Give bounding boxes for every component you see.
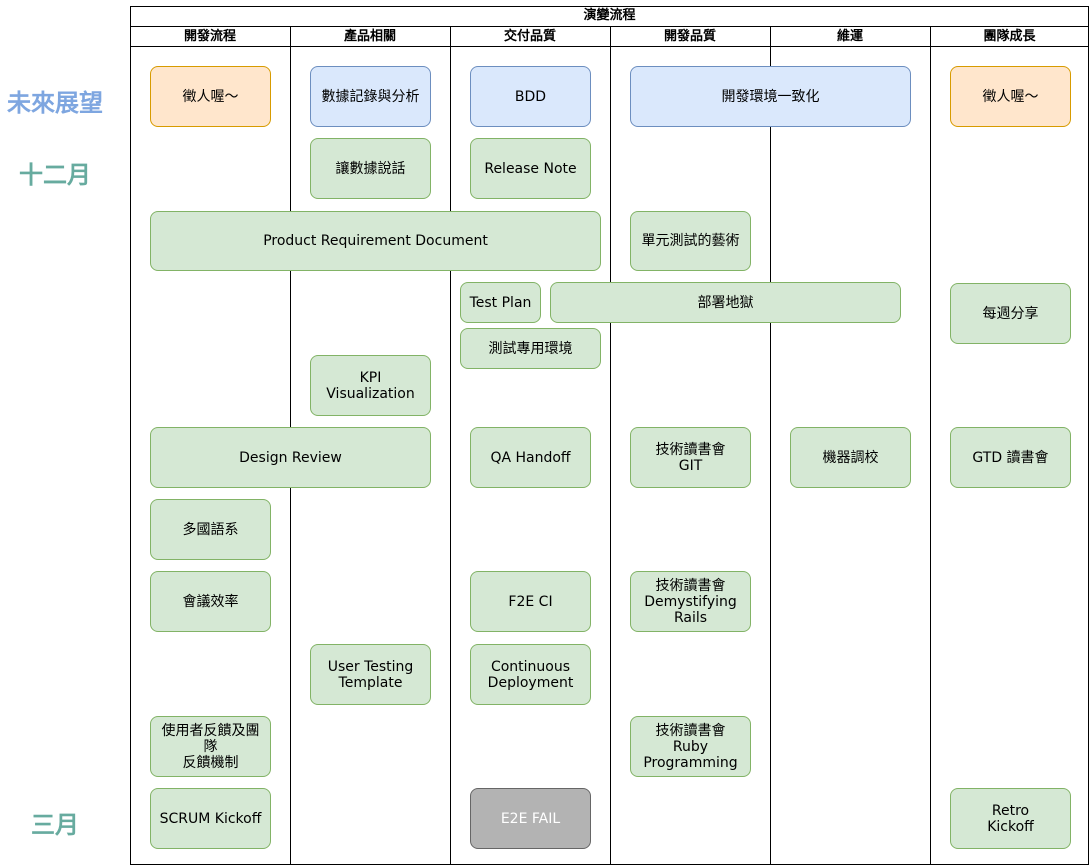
card-deploy-hell[interactable]: 部署地獄 [550, 282, 901, 323]
card-e2e-fail[interactable]: E2E FAIL [470, 788, 591, 849]
card-dev-env[interactable]: 開發環境一致化 [630, 66, 911, 127]
card-recruit-team[interactable]: 徵人喔～ [950, 66, 1071, 127]
card-continuous-deployment[interactable]: Continuous Deployment [470, 644, 591, 705]
row-label-march: 三月 [31, 811, 79, 839]
card-book-rails[interactable]: 技術讀書會 Demystifying Rails [630, 571, 751, 632]
column-header-ops: 維運 [770, 27, 930, 47]
card-gtd[interactable]: GTD 讀書會 [950, 427, 1071, 488]
column-header-dev-process: 開發流程 [130, 27, 290, 47]
card-bdd[interactable]: BDD [470, 66, 591, 127]
column-divider [450, 27, 451, 865]
swimlane-frame [130, 6, 1089, 865]
card-retro-kickoff[interactable]: Retro Kickoff [950, 788, 1071, 849]
card-release-note[interactable]: Release Note [470, 138, 591, 199]
card-i18n[interactable]: 多國語系 [150, 499, 271, 560]
row-label-december: 十二月 [19, 161, 91, 189]
card-test-plan[interactable]: Test Plan [460, 282, 541, 323]
row-label-future: 未來展望 [7, 89, 103, 117]
card-test-env[interactable]: 測試專用環境 [460, 328, 601, 369]
column-header-team-growth: 團隊成長 [930, 27, 1089, 47]
diagram-title: 演變流程 [130, 6, 1089, 27]
card-feedback[interactable]: 使用者反饋及團隊 反饋機制 [150, 716, 271, 777]
column-header-delivery-quality: 交付品質 [450, 27, 610, 47]
column-divider [770, 27, 771, 865]
card-design-review[interactable]: Design Review [150, 427, 431, 488]
card-meeting[interactable]: 會議效率 [150, 571, 271, 632]
card-book-git[interactable]: 技術讀書會 GIT [630, 427, 751, 488]
column-divider [930, 27, 931, 865]
card-data-speak[interactable]: 讓數據說話 [310, 138, 431, 199]
column-divider [610, 27, 611, 865]
card-scrum-kickoff[interactable]: SCRUM Kickoff [150, 788, 271, 849]
card-book-ruby[interactable]: 技術讀書會 Ruby Programming [630, 716, 751, 777]
card-kpi[interactable]: KPI Visualization [310, 355, 431, 416]
card-prd[interactable]: Product Requirement Document [150, 211, 601, 271]
card-data-analysis[interactable]: 數據記錄與分析 [310, 66, 431, 127]
card-weekly-share[interactable]: 每週分享 [950, 283, 1071, 344]
card-machine-tuning[interactable]: 機器調校 [790, 427, 911, 488]
card-f2e-ci[interactable]: F2E CI [470, 571, 591, 632]
column-header-product: 產品相關 [290, 27, 450, 47]
card-recruit-dev[interactable]: 徵人喔～ [150, 66, 271, 127]
column-header-dev-quality: 開發品質 [610, 27, 770, 47]
card-unit-test[interactable]: 單元測試的藝術 [630, 211, 751, 271]
card-user-testing[interactable]: User Testing Template [310, 644, 431, 705]
card-qa-handoff[interactable]: QA Handoff [470, 427, 591, 488]
